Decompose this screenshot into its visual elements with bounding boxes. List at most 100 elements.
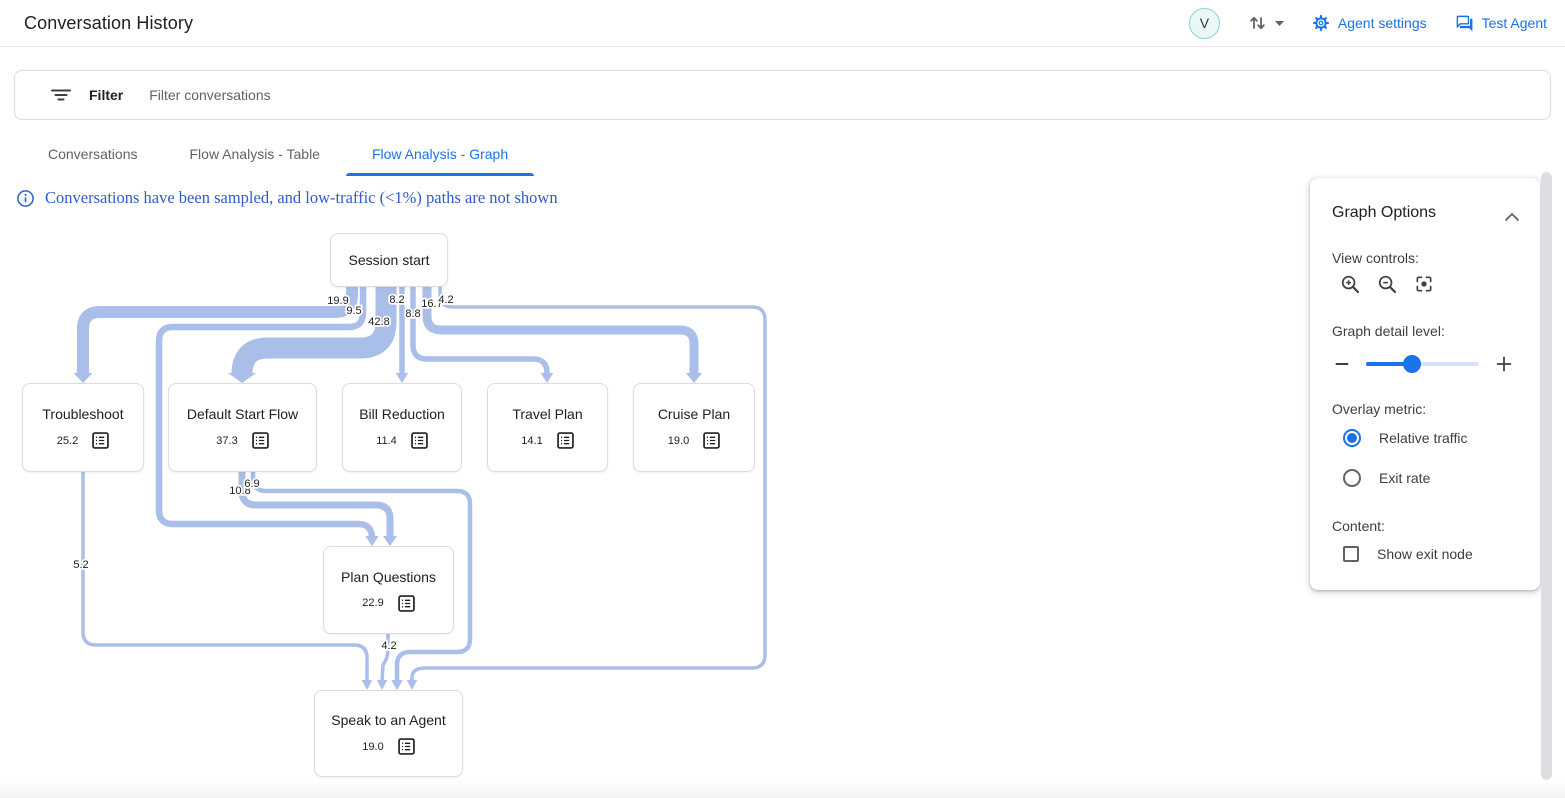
flow-node-default-start-flow[interactable]: Default Start Flow 37.3 — [168, 383, 317, 472]
sampling-info-text: Conversations have been sampled, and low… — [45, 188, 558, 207]
sort-arrows-icon — [1250, 16, 1265, 30]
radio-button[interactable] — [1343, 429, 1361, 447]
test-agent-label: Test Agent — [1481, 15, 1547, 31]
slider-fill — [1366, 362, 1413, 366]
flow-edge-session-start-to-cruise-plan[interactable] — [422, 287, 699, 375]
chevron-up-icon — [1505, 213, 1519, 221]
flow-node-traffic-value: 37.3 — [216, 434, 238, 447]
center-focus-icon — [1416, 276, 1432, 292]
info-icon — [17, 189, 34, 207]
edge-traffic-label: 19.9 — [327, 295, 348, 307]
flow-edge-default-start-flow-to-plan-questions[interactable] — [238, 472, 394, 538]
edge-traffic-label: 5.2 — [73, 559, 88, 571]
edge-traffic-label: 9.5 — [346, 305, 361, 317]
zoom-out-button[interactable] — [1377, 274, 1397, 294]
filter-conversations-input[interactable] — [147, 86, 1052, 104]
flow-node-title: Session start — [348, 252, 430, 268]
flow-edge-session-start-to-travel-plan[interactable] — [410, 287, 550, 375]
flow-node-title: Default Start Flow — [186, 406, 299, 422]
flow-edge-arrowhead — [391, 680, 403, 690]
radio-label: Exit rate — [1379, 470, 1431, 486]
flow-node-travel-plan[interactable]: Travel Plan 14.1 — [487, 383, 608, 472]
zoom-in-icon — [1341, 275, 1360, 294]
overlay-metric-label: Overlay metric: — [1332, 401, 1427, 417]
flow-edge-arrowhead — [406, 680, 418, 690]
flow-node-meta: 37.3 — [216, 432, 269, 449]
filter-bar: Filter — [14, 70, 1551, 120]
flow-list-icon — [92, 432, 109, 449]
flow-edge-arrowhead — [540, 373, 554, 383]
tab-bar: Conversations Flow Analysis - Table Flow… — [22, 132, 535, 176]
flow-node-meta: 11.4 — [376, 432, 428, 449]
show-exit-node-option[interactable]: Show exit node — [1343, 546, 1473, 562]
flow-node-title: Travel Plan — [512, 406, 583, 422]
show-exit-node-checkbox[interactable] — [1343, 546, 1359, 562]
tab-flow-analysis-graph[interactable]: Flow Analysis - Graph — [345, 132, 535, 176]
flow-node-bill-reduction[interactable]: Bill Reduction 11.4 — [342, 383, 462, 472]
tab-conversations[interactable]: Conversations — [48, 146, 138, 162]
test-agent-button[interactable]: Test Agent — [1455, 14, 1547, 33]
flow-edge-arrowhead — [228, 373, 256, 383]
avatar-letter: V — [1199, 15, 1210, 31]
edge-traffic-label: 6.9 — [244, 478, 259, 490]
flow-node-traffic-value: 25.2 — [56, 434, 79, 447]
graph-detail-label: Graph detail level: — [1332, 323, 1445, 339]
flow-edge-troubleshoot-to-speak-to-agent[interactable] — [81, 472, 369, 682]
flow-node-traffic-value: 19.0 — [362, 740, 384, 753]
edge-traffic-label: 16.7 — [421, 298, 442, 310]
flow-node-title: Cruise Plan — [657, 406, 731, 422]
flow-edge-plan-questions-to-speak-to-agent[interactable] — [380, 634, 390, 683]
zoom-out-icon — [1378, 275, 1397, 294]
flow-edge-default-start-flow-to-speak-to-agent[interactable] — [250, 472, 473, 682]
edge-traffic-label: 4.2 — [438, 294, 453, 306]
flow-node-traffic-value: 11.4 — [376, 434, 397, 447]
flow-edge-arrowhead — [376, 680, 388, 690]
flow-edge-arrowhead — [383, 536, 397, 546]
flow-node-meta: 14.1 — [521, 432, 574, 449]
detail-slider[interactable] — [1366, 355, 1479, 373]
flow-node-traffic-value: 14.1 — [521, 434, 543, 447]
vertical-scrollbar[interactable] — [1541, 172, 1552, 780]
flow-list-icon — [397, 594, 415, 612]
flow-edge-session-start-to-default-start-flow[interactable] — [231, 287, 397, 375]
zoom-in-button[interactable] — [1340, 274, 1360, 294]
tab-flow-analysis-table[interactable]: Flow Analysis - Table — [189, 146, 320, 162]
flow-list-icon — [251, 432, 269, 449]
flow-edge-session-start-to-speak-to-agent[interactable] — [410, 287, 767, 682]
sampling-info-banner: Conversations have been sampled, and low… — [16, 188, 558, 208]
flow-node-title: Speak to an Agent — [331, 712, 446, 728]
account-avatar[interactable]: V — [1188, 7, 1220, 39]
flow-edge-session-start-to-plan-questions[interactable] — [155, 287, 376, 539]
flow-node-speak-to-agent[interactable]: Speak to an Agent 19.0 — [314, 690, 463, 777]
center-focus-button[interactable] — [1414, 274, 1434, 294]
flow-node-traffic-value: 19.0 — [667, 434, 690, 447]
collapse-panel-button[interactable] — [1505, 208, 1519, 226]
flow-edge-arrowhead — [365, 536, 379, 546]
sort-order-button[interactable] — [1248, 14, 1284, 32]
detail-decrease-button[interactable] — [1334, 356, 1350, 372]
flow-node-session-start[interactable]: Session start — [330, 233, 448, 287]
page-title: Conversation History — [24, 12, 194, 33]
app-header: Conversation History V — [0, 0, 1565, 47]
agent-settings-label: Agent settings — [1337, 15, 1427, 31]
filter-icon — [51, 89, 71, 101]
flow-node-title: Bill Reduction — [359, 406, 445, 422]
flow-list-icon — [556, 432, 574, 449]
flow-edge-session-start-to-troubleshoot[interactable] — [77, 287, 358, 375]
flow-node-cruise-plan[interactable]: Cruise Plan 19.0 — [633, 383, 755, 472]
filter-label: Filter — [89, 87, 124, 103]
overlay-option-exit-rate[interactable]: Exit rate — [1343, 469, 1430, 487]
edge-traffic-label: 4.2 — [381, 640, 396, 652]
graph-options-panel: Graph Options View controls: — [1310, 178, 1540, 590]
flow-edge-arrowhead — [73, 373, 93, 383]
overlay-option-relative-traffic[interactable]: Relative traffic — [1343, 429, 1467, 447]
detail-increase-button[interactable] — [1495, 355, 1513, 373]
flow-graph-canvas[interactable]: 19.99.542.88.28.816.74.210.86.94.25.2 — [0, 0, 800, 798]
flow-node-meta: 19.0 — [668, 432, 720, 449]
agent-settings-button[interactable]: Agent settings — [1312, 14, 1427, 32]
slider-thumb[interactable] — [1403, 355, 1422, 373]
edge-traffic-label: 42.8 — [368, 316, 389, 328]
radio-button[interactable] — [1343, 469, 1361, 487]
